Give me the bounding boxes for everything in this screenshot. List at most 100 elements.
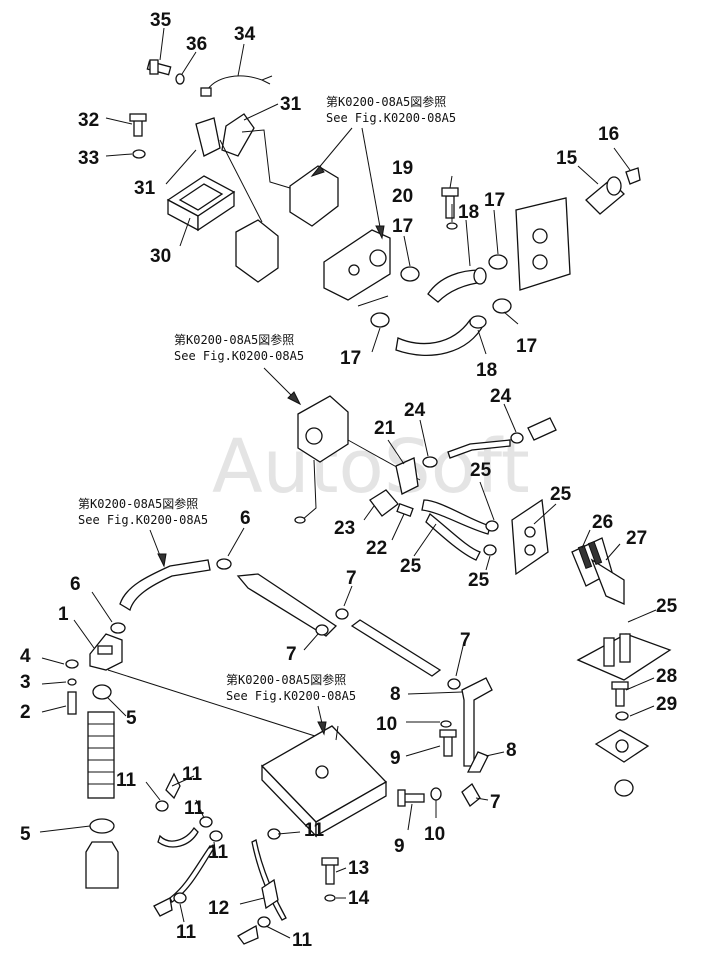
bolt-part xyxy=(445,195,455,219)
control-box-part xyxy=(235,219,279,283)
callout-number: 12 xyxy=(208,898,229,919)
callout-number: 5 xyxy=(20,824,31,845)
callout-number: 21 xyxy=(374,418,396,439)
callout-number: 25 xyxy=(400,556,422,577)
callout-number: 35 xyxy=(150,10,172,31)
rubber-valve-part xyxy=(153,897,173,917)
reference-en: See Fig.K0200-08A5 xyxy=(78,513,208,527)
reference-en: See Fig.K0200-08A5 xyxy=(174,349,304,363)
callout-number: 11 xyxy=(304,820,325,841)
cap-part xyxy=(625,167,641,185)
callout-number: 11 xyxy=(208,842,229,863)
flexible-duct-part xyxy=(87,711,115,799)
bolt-part xyxy=(146,59,172,76)
watermark: AutoSoft xyxy=(212,424,530,510)
washer-part xyxy=(67,678,77,686)
callout-number: 22 xyxy=(366,538,387,559)
callout-number: 14 xyxy=(348,888,370,909)
reference-note: 第K0200-08A5図参照 See Fig.K0200-08A5 xyxy=(174,332,304,363)
callout-number: 20 xyxy=(392,186,413,207)
callout-number: 10 xyxy=(376,714,397,735)
hose-clamp-part xyxy=(257,916,271,928)
hose-clamp-part xyxy=(199,816,213,828)
heater-core-part xyxy=(297,395,349,463)
callout-number: 31 xyxy=(280,94,302,115)
callout-number: 9 xyxy=(390,748,401,769)
callout-number: 34 xyxy=(234,24,256,45)
drain-hose-part xyxy=(169,845,215,903)
hose-clamp-part xyxy=(110,622,126,634)
callout-number: 6 xyxy=(70,574,81,595)
bolt-part xyxy=(443,735,453,757)
reference-jp: 第K0200-08A5図参照 xyxy=(174,332,294,347)
callout-number: 25 xyxy=(550,484,572,505)
duct-part xyxy=(119,559,211,611)
reference-note: 第K0200-08A5図参照 See Fig.K0200-08A5 xyxy=(78,496,208,527)
callout-number: 9 xyxy=(394,836,405,857)
callout-number: 25 xyxy=(468,570,490,591)
callout-number: 31 xyxy=(134,178,156,199)
callout-number: 26 xyxy=(592,512,613,533)
hose-clamp-part xyxy=(400,266,420,282)
callout-number: 24 xyxy=(490,386,512,407)
callout-number: 23 xyxy=(334,518,355,539)
clamp-part xyxy=(461,783,481,807)
washer-part xyxy=(430,787,442,801)
hose-clamp-part xyxy=(216,558,232,570)
callout-number: 10 xyxy=(424,824,445,845)
hose-clamp-part xyxy=(447,678,461,690)
callout-number: 27 xyxy=(626,528,647,549)
callout-number: 8 xyxy=(390,684,401,705)
reference-note: 第K0200-08A5図参照 See Fig.K0200-08A5 xyxy=(226,672,356,703)
callout-number: 18 xyxy=(476,360,497,381)
callout-number: 5 xyxy=(126,708,137,729)
callout-number: 16 xyxy=(598,124,619,145)
hose-clamp-part xyxy=(510,432,524,444)
bracket-part xyxy=(195,117,221,157)
hose-clamp-part xyxy=(89,818,115,834)
reference-arrow xyxy=(361,127,383,239)
rubber-valve-part xyxy=(237,924,259,945)
drain-hose-part xyxy=(251,839,287,921)
callout-number: 11 xyxy=(184,798,205,819)
bolt-part xyxy=(133,119,143,137)
callout-number: 11 xyxy=(116,770,137,791)
hose-part xyxy=(425,512,481,561)
callout-numbers: 35 36 34 32 31 33 31 30 19 20 17 18 16 1… xyxy=(20,10,678,951)
callout-number: 7 xyxy=(460,630,471,651)
callout-number: 7 xyxy=(490,792,501,813)
control-box-part xyxy=(289,165,339,227)
hose-clamp-part xyxy=(370,312,390,328)
bolt-part xyxy=(67,691,77,715)
hose-clamp-part xyxy=(209,830,223,842)
washer-part xyxy=(65,659,79,669)
leader-lines xyxy=(39,27,657,939)
callout-number: 4 xyxy=(20,646,31,667)
callout-number: 11 xyxy=(176,922,197,943)
pipe-part xyxy=(447,439,511,459)
hose-clamp-part xyxy=(155,800,169,812)
washer-part xyxy=(440,720,452,728)
washer-part xyxy=(175,73,185,85)
pipe-part xyxy=(350,619,442,677)
bottle-part xyxy=(85,841,119,889)
callout-number: 17 xyxy=(392,216,413,237)
hose-clamp-part xyxy=(492,298,512,314)
reference-jp: 第K0200-08A5図参照 xyxy=(78,496,198,511)
callout-number: 7 xyxy=(286,644,297,665)
washer-part xyxy=(324,894,336,902)
wire-harness-part xyxy=(205,75,273,93)
callout-number: 36 xyxy=(186,34,207,55)
washer-part xyxy=(446,222,458,230)
hose-clamp-part xyxy=(173,892,187,904)
callout-number: 30 xyxy=(150,246,171,267)
callout-number: 18 xyxy=(458,202,479,223)
callout-number: 17 xyxy=(340,348,361,369)
hose-clamp-part xyxy=(422,456,438,468)
hose-clamp-part xyxy=(335,608,349,620)
callout-number: 11 xyxy=(182,764,203,785)
bolt-part xyxy=(396,503,414,517)
mounting-plate-part xyxy=(515,197,571,291)
callout-number: 7 xyxy=(346,568,357,589)
